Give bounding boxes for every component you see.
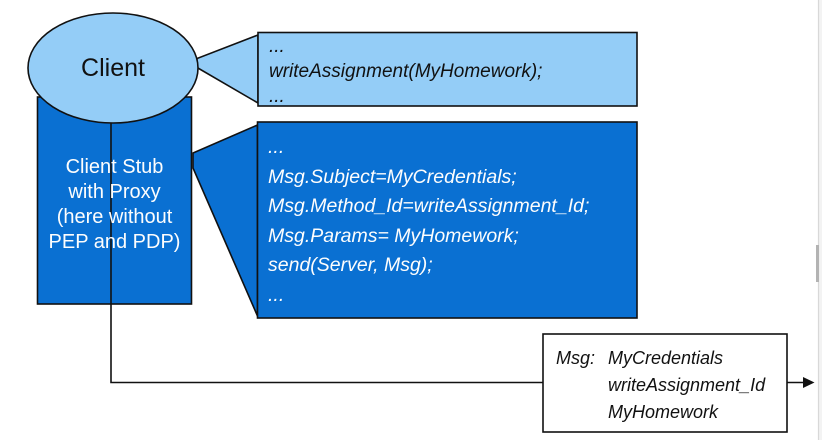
stub-label-line: PEP and PDP) (48, 231, 181, 253)
stub-label-line: Client Stub (65, 156, 164, 178)
message-value: MyCredentials (608, 348, 724, 368)
code-line: Msg.Subject=MyCredentials; (268, 165, 517, 188)
client-code-callout: ... writeAssignment(MyHomework); ... (269, 34, 542, 109)
client-label: Client (81, 54, 145, 82)
client-stub-box (36, 96, 193, 305)
arrowhead-icon (803, 377, 815, 388)
scrollbar-thumb[interactable] (816, 245, 819, 282)
stub-callout-tail (192, 123, 259, 317)
client-stub-label: Client Stub with Proxy (here without PEP… (37, 155, 192, 255)
message-value: MyHomework (608, 402, 719, 422)
message-box-label: Msg: (556, 348, 596, 368)
code-line: send(Server, Msg); (268, 254, 433, 276)
stub-label-line: with Proxy (68, 181, 161, 203)
code-line: ... (269, 36, 285, 57)
message-box (542, 333, 788, 433)
code-line: ... (268, 283, 285, 306)
code-line: ... (269, 86, 285, 107)
window-edge-strip (819, 0, 822, 440)
message-value: writeAssignment_Id (608, 375, 766, 395)
code-line: Msg.Params= MyHomework; (268, 224, 519, 247)
client-callout-box (257, 31, 638, 107)
client-callout-tail (196, 33, 259, 105)
code-line: Msg.Method_Id=writeAssignment_Id; (268, 195, 590, 217)
stub-label-line: (here without (56, 206, 173, 228)
code-line: writeAssignment(MyHomework); (269, 61, 543, 82)
message-box-values: MyCredentials writeAssignment_Id MyHomew… (608, 345, 765, 426)
stub-callout-box (256, 121, 638, 319)
code-line: ... (268, 136, 285, 158)
stub-code-callout: ... Msg.Subject=MyCredentials; Msg.Metho… (268, 133, 589, 310)
client-ellipse (27, 12, 199, 124)
message-box-content: Msg: MyCredentials writeAssignment_Id My… (556, 345, 765, 426)
